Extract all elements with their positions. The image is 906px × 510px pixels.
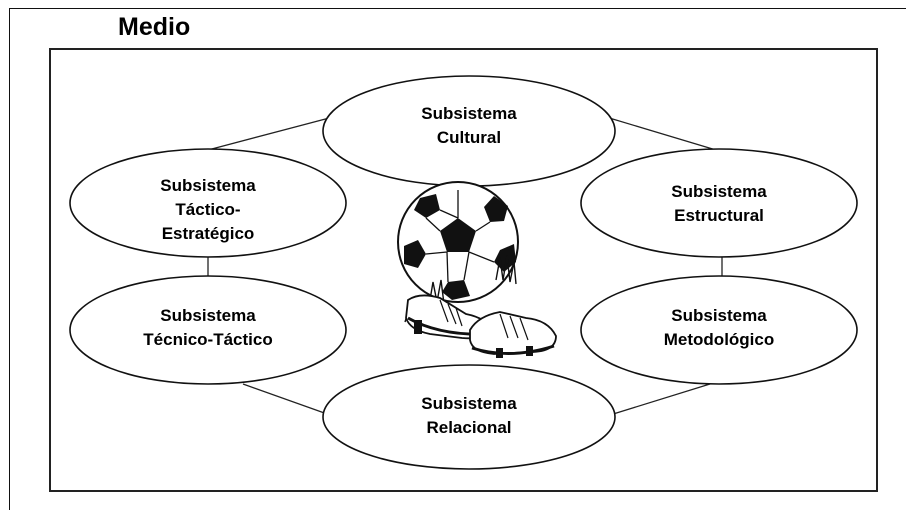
- ellipse-relacional: [322, 364, 616, 470]
- outer-frame-left-border: [9, 8, 10, 510]
- connector-cultural-tactico-estrategico: [207, 116, 334, 151]
- ellipse-estructural: [580, 148, 858, 258]
- connector-cultural-estructural: [605, 116, 717, 151]
- connectors: [207, 116, 723, 416]
- subsystem-label-line: Estructural: [674, 206, 764, 225]
- subsystem-label-line: Cultural: [436, 128, 502, 147]
- subsystem-label-line: Técnico-Táctico: [143, 330, 273, 349]
- subsystem-label-tactico-estrategico: Subsistema Táctico- Estratégico: [160, 174, 255, 246]
- subsystem-label-line: Subsistema: [421, 104, 517, 123]
- connector-tecnico-tactico-relacional: [242, 383, 331, 416]
- subsystem-label-line: Metodológico: [663, 330, 775, 349]
- subsystem-label-line: Estratégico: [161, 224, 255, 243]
- subsystem-label-estructural: Subsistema Estructural: [671, 180, 766, 228]
- outer-frame-top-border: [9, 8, 906, 9]
- subsystem-label-line: Relacional: [426, 418, 512, 437]
- ellipse-tactico-estrategico: [69, 148, 347, 258]
- subsystem-label-metodologico: Subsistema Metodológico: [664, 304, 774, 352]
- subsystem-label-tecnico-tactico: Subsistema Técnico-Táctico: [143, 304, 272, 352]
- soccer-ball-icon: [397, 181, 519, 303]
- subsystem-label-cultural: Subsistema Cultural: [421, 102, 516, 150]
- ellipse-metodologico: [580, 275, 858, 385]
- connector-metodologico-relacional: [609, 383, 711, 416]
- subsystem-label-line: Subsistema: [421, 394, 517, 413]
- subsystem-label-line: Subsistema: [160, 306, 256, 325]
- environment-box: [49, 48, 878, 492]
- subsystem-label-line: Subsistema: [671, 182, 767, 201]
- environment-title: Medio: [118, 13, 191, 41]
- subsystem-label-line: Subsistema: [160, 176, 256, 195]
- subsystem-label-relacional: Subsistema Relacional: [421, 392, 516, 440]
- subsystem-label-line: Táctico-: [175, 200, 241, 219]
- right-boot-icon: [469, 311, 557, 358]
- ellipse-tecnico-tactico: [69, 275, 347, 385]
- soccer-ball-and-boots-icon: [397, 181, 557, 358]
- subsystem-label-line: Subsistema: [671, 306, 767, 325]
